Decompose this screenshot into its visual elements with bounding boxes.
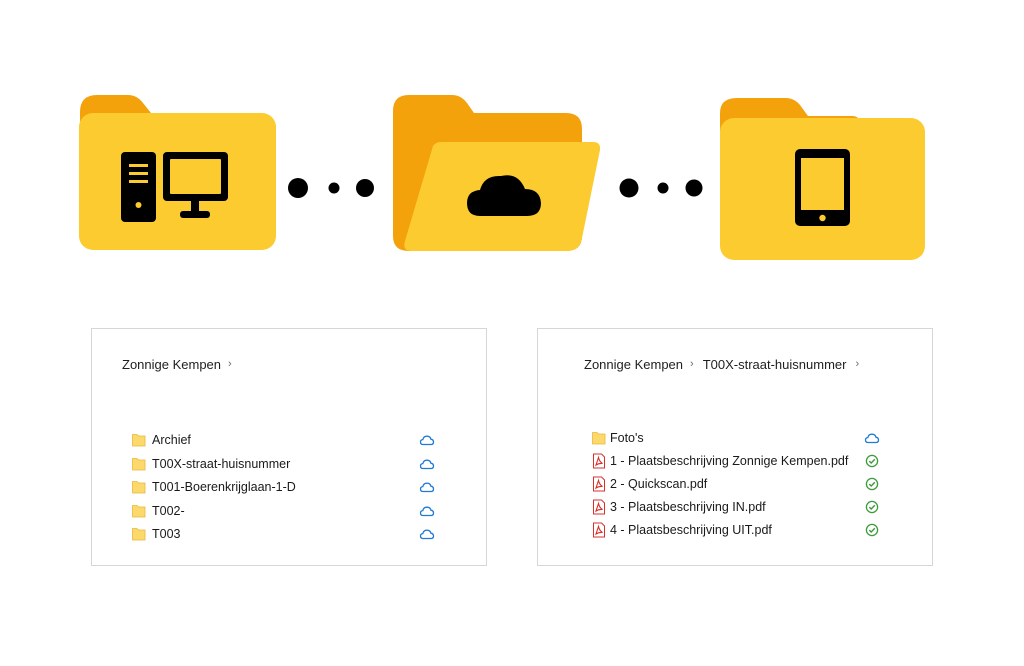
cloud-status-icon xyxy=(419,506,435,516)
item-name: T001-Boerenkrijglaan-1-D xyxy=(152,480,296,494)
explorer-panel-subfolder: Zonnige Kempen › T00X-straat-huisnummer … xyxy=(537,328,933,566)
file-row[interactable]: 3 - Plaatsbeschrijving IN.pdf xyxy=(538,496,932,519)
synced-check-icon xyxy=(865,500,879,514)
folder-row[interactable]: T003 xyxy=(92,523,486,546)
synced-check-icon xyxy=(865,477,879,491)
pdf-icon xyxy=(593,499,605,515)
tablet-folder-icon xyxy=(720,98,925,260)
folder-row[interactable]: Foto's xyxy=(538,427,932,450)
chevron-right-icon[interactable]: › xyxy=(855,358,860,370)
sync-illustration xyxy=(0,0,1024,300)
desktop-folder-icon xyxy=(79,95,276,250)
file-row[interactable]: 4 - Plaatsbeschrijving UIT.pdf xyxy=(538,519,932,542)
folder-icon xyxy=(592,432,606,445)
file-row[interactable]: 1 - Plaatsbeschrijving Zonnige Kempen.pd… xyxy=(538,450,932,473)
pdf-icon xyxy=(593,476,605,492)
item-name: T003 xyxy=(152,527,181,541)
cloud-icon xyxy=(467,175,541,216)
chevron-right-icon[interactable]: › xyxy=(228,358,232,370)
item-name: 4 - Plaatsbeschrijving UIT.pdf xyxy=(610,523,772,537)
cloud-status-icon xyxy=(419,435,435,446)
chevron-right-icon[interactable]: › xyxy=(690,358,694,370)
cloud-status-icon xyxy=(419,482,435,493)
cloud-status-icon xyxy=(419,529,435,540)
synced-check-icon xyxy=(865,523,879,537)
folder-row[interactable]: Archief xyxy=(92,429,486,452)
item-name: T00X-straat-huisnummer xyxy=(152,456,291,471)
breadcrumb-item-zonnige-kempen[interactable]: Zonnige Kempen xyxy=(584,356,684,372)
sync-dots-right xyxy=(619,178,703,198)
folder-icon xyxy=(132,528,146,541)
item-name: 3 - Plaatsbeschrijving IN.pdf xyxy=(610,500,766,514)
sync-dots-left xyxy=(288,178,374,198)
folder-row[interactable]: T002- xyxy=(92,500,486,523)
cloud-folder-icon xyxy=(393,95,601,251)
folder-icon xyxy=(132,481,146,494)
pdf-icon xyxy=(593,453,605,469)
cloud-status-icon xyxy=(864,433,880,444)
desktop-computer-icon xyxy=(121,152,228,222)
breadcrumb-item-zonnige-kempen[interactable]: Zonnige Kempen xyxy=(122,356,222,372)
folder-row[interactable]: T00X-straat-huisnummer xyxy=(92,453,486,476)
folder-icon xyxy=(132,434,146,447)
cloud-status-icon xyxy=(419,459,435,469)
folder-icon xyxy=(132,504,146,517)
item-name: T002- xyxy=(152,503,185,518)
item-name: Foto's xyxy=(610,431,644,445)
breadcrumb: Zonnige Kempen › T00X-straat-huisnummer … xyxy=(584,355,868,373)
item-name: Archief xyxy=(152,433,191,447)
synced-check-icon xyxy=(865,454,879,468)
breadcrumb: Zonnige Kempen › xyxy=(122,355,241,373)
pdf-icon xyxy=(593,522,605,538)
item-name: 1 - Plaatsbeschrijving Zonnige Kempen.pd… xyxy=(610,454,849,468)
folder-row[interactable]: T001-Boerenkrijglaan-1-D xyxy=(92,476,486,499)
folder-icon xyxy=(132,457,146,470)
tablet-icon xyxy=(795,149,850,226)
file-row[interactable]: 2 - Quickscan.pdf xyxy=(538,473,932,496)
item-name: 2 - Quickscan.pdf xyxy=(610,477,708,491)
breadcrumb-item-t00x-straat-huisnummer[interactable]: T00X-straat-huisnummer xyxy=(702,356,847,372)
